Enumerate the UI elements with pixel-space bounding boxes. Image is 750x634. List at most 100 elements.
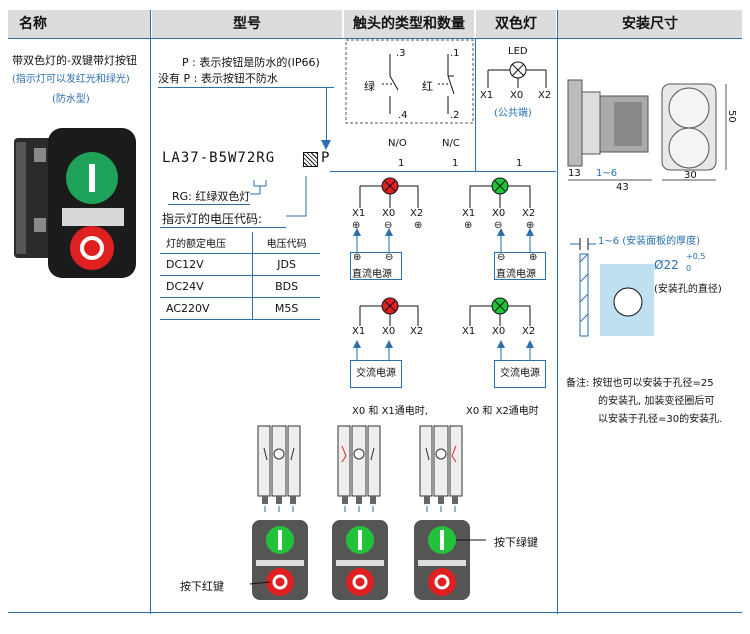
mount-drawing xyxy=(567,79,727,181)
dc-box2-minus: ⊖ xyxy=(497,252,506,263)
header-bg-model xyxy=(152,10,342,38)
table-header-row: 灯的额定电压 电压代码 xyxy=(160,232,320,254)
ac-supply-label-2: 交流电源 xyxy=(500,368,540,379)
header-light: 双色灯 xyxy=(495,16,537,32)
ac-red-x2: X2 xyxy=(410,326,424,337)
led-diagram xyxy=(487,61,547,88)
voltage-code-label: 指示灯的电压代码: xyxy=(162,212,263,226)
rg-rule xyxy=(168,204,250,205)
voltage-table: 灯的额定电压 电压代码 DC12V JDS DC24V BDS AC220V M… xyxy=(160,232,320,320)
dc-red-x1: X1 xyxy=(352,208,366,219)
dc-red-plus2: ⊕ xyxy=(414,220,423,231)
led-x1: X1 xyxy=(480,90,494,101)
rg-note: RG: 红绿双色灯 xyxy=(172,190,251,203)
name-line3: (防水型) xyxy=(52,94,90,105)
hole-note: (安装孔的直径) xyxy=(654,284,722,295)
rg-bracket xyxy=(250,176,307,217)
dc-red-x2: X2 xyxy=(410,208,424,219)
dc-box1-minus: ⊖ xyxy=(385,252,394,263)
dc-supply-label-1: 直流电源 xyxy=(352,269,392,280)
dim-13: 13 xyxy=(568,168,581,179)
hole-tol-down: 0 xyxy=(686,264,692,273)
header-bg-light xyxy=(476,10,556,38)
header-rule xyxy=(8,38,742,39)
ac-red-x0: X0 xyxy=(382,326,396,337)
table-header-code: 电压代码 xyxy=(252,232,320,254)
dc-red-x0: X0 xyxy=(382,208,396,219)
nc-count: 1 xyxy=(452,158,459,169)
dim-1-6: 1~6 xyxy=(596,168,618,179)
model-box xyxy=(303,152,318,167)
dc-green-plus: ⊕ xyxy=(464,220,473,231)
led-label: LED xyxy=(508,46,528,57)
table-cell: JDS xyxy=(252,253,320,276)
p-arrow-head xyxy=(321,140,331,150)
green-contact-label: 绿 xyxy=(364,80,375,93)
table-cell: DC12V xyxy=(160,253,254,276)
remark-1: 备注: 按钮也可以安装于孔径=25 xyxy=(566,378,714,389)
x0-x2-on: X0 和 X2通电时 xyxy=(466,406,539,417)
header-name: 名称 xyxy=(19,16,47,32)
header-mount: 安装尺寸 xyxy=(622,16,678,32)
header-contacts: 触头的类型和数量 xyxy=(353,16,465,32)
panel-thickness: 1~6 (安装面板的厚度) xyxy=(598,236,701,247)
dc-green-x2: X2 xyxy=(522,208,536,219)
model-code: LA37-B5W72RG xyxy=(162,150,276,166)
ac-supply-box-1: 交流电源 xyxy=(350,360,402,388)
dc-green-x0: X0 xyxy=(492,208,506,219)
ac-supply-box-2: 交流电源 xyxy=(494,360,546,388)
dc-red-minus: ⊖ xyxy=(384,220,393,231)
led-x0: X0 xyxy=(510,90,524,101)
dim-30: 30 xyxy=(684,170,697,181)
pin3: .3 xyxy=(396,48,406,59)
dc-supply-box-1: ⊕ ⊖ 直流电源 xyxy=(350,252,402,280)
led-x2: X2 xyxy=(538,90,552,101)
remark-2: 的安装孔, 加装变径圈后可 xyxy=(598,396,715,407)
press-green-label: 按下绿键 xyxy=(494,536,538,549)
dc-green-x1: X1 xyxy=(462,208,476,219)
table-cell: AC220V xyxy=(160,297,254,320)
hole-tol-up: +0,5 xyxy=(686,252,706,261)
ac-green-x2: X2 xyxy=(522,326,536,337)
nc-label: N/C xyxy=(442,138,460,149)
table-cell: M5S xyxy=(252,297,320,320)
light-count: 1 xyxy=(516,158,523,169)
remark-3: 以安装于孔径=30的安装孔. xyxy=(598,414,723,425)
table-row: DC12V JDS xyxy=(160,253,320,276)
dc-supply-box-2: ⊖ ⊕ 直流电源 xyxy=(494,252,546,280)
header-bg-contacts xyxy=(344,10,474,38)
dc-box1-plus: ⊕ xyxy=(353,252,362,263)
p-arrow-line xyxy=(326,88,327,146)
contacts-diagram xyxy=(345,39,474,124)
pin1: .1 xyxy=(450,48,460,59)
hole-dia: Ø22 xyxy=(654,258,679,272)
ac-green-x0: X0 xyxy=(492,326,506,337)
no-label: N/O xyxy=(388,138,407,149)
name-line1: 带双色灯的-双键带灯按钮 xyxy=(12,54,137,67)
dim-50: 50 xyxy=(726,110,737,123)
col-divider-2 xyxy=(557,10,558,614)
dc-box2-plus: ⊕ xyxy=(529,252,538,263)
table-row: AC220V M5S xyxy=(160,297,320,320)
col-divider-3 xyxy=(475,38,476,171)
dim-43: 43 xyxy=(616,182,629,193)
dc-green-plus2: ⊕ xyxy=(526,220,535,231)
header-model: 型号 xyxy=(233,16,261,32)
panel-hole-drawing xyxy=(570,238,654,337)
header-bg-name xyxy=(8,10,150,38)
press-red-label: 按下红键 xyxy=(180,580,224,593)
ac-supply-label-1: 交流电源 xyxy=(356,368,396,379)
no-p-note: 没有 P : 表示按钮不防水 xyxy=(158,72,278,85)
model-suffix: P xyxy=(321,150,330,166)
product-photo xyxy=(14,128,136,278)
red-contact-label: 红 xyxy=(422,80,433,93)
bottom-rule xyxy=(8,612,742,613)
name-line2: (指示灯可以发红光和绿光) xyxy=(12,74,130,85)
p-note: P : 表示按钮是防水的(IP66) xyxy=(182,56,320,69)
dc-supply-label-2: 直流电源 xyxy=(496,269,536,280)
no-count: 1 xyxy=(398,158,405,169)
dc-green-minus: ⊖ xyxy=(494,220,503,231)
button-states xyxy=(249,425,486,600)
voltage-rule xyxy=(160,227,286,228)
note-rule xyxy=(158,87,334,88)
